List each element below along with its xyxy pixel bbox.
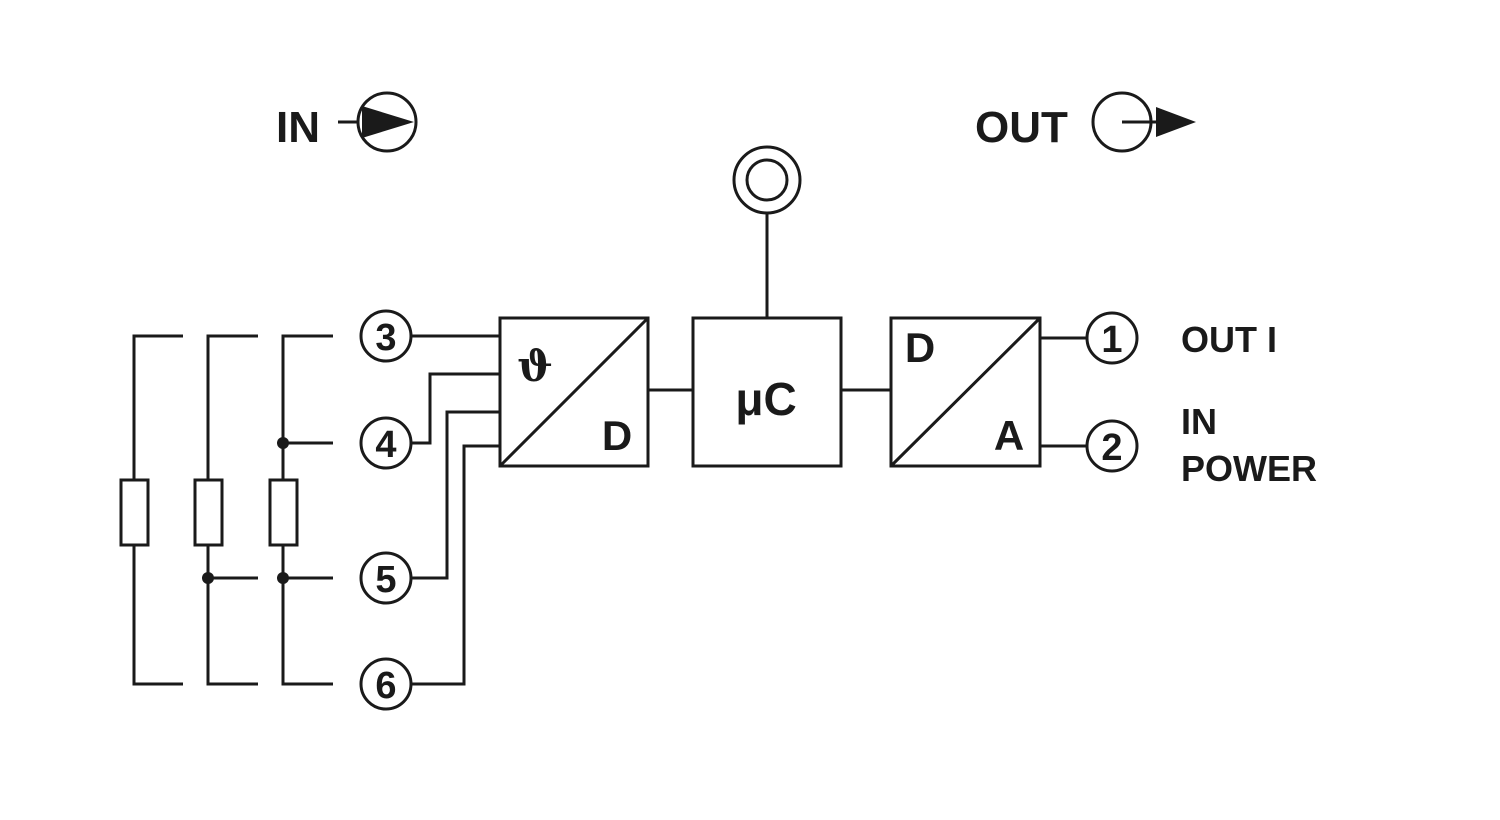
terminal-1: 1: [1085, 311, 1139, 365]
in-power-label-line2: POWER: [1181, 448, 1317, 489]
resistor-icon: [268, 478, 299, 547]
in-label: IN: [276, 103, 320, 152]
terminal-5-label: 5: [375, 559, 396, 601]
in-header: IN: [276, 91, 418, 153]
input-arrow-icon: [338, 91, 418, 153]
terminal-4-label: 4: [375, 424, 396, 466]
out-i-label: OUT I: [1181, 319, 1277, 360]
out-header: OUT: [975, 91, 1196, 153]
output-arrow-icon: [1091, 91, 1196, 153]
terminal-2-label: 2: [1101, 427, 1122, 469]
adc-output-symbol: D: [602, 412, 632, 459]
dac-block: D A: [889, 316, 1042, 468]
terminal-5: 5: [359, 551, 413, 605]
adc-block: ϑ D: [498, 316, 650, 468]
terminal-6-label: 6: [375, 665, 396, 707]
resistor-icon: [119, 478, 150, 547]
led-indicator-icon: [732, 145, 802, 318]
in-power-label-line1: IN: [1181, 401, 1217, 442]
resistor-icon: [193, 478, 224, 547]
terminal-4: 4: [359, 416, 413, 470]
dac-input-symbol: D: [905, 324, 935, 371]
adc-input-symbol: ϑ: [517, 342, 553, 391]
sensor-2wire: [119, 334, 183, 686]
terminal-6: 6: [359, 657, 413, 711]
terminal-3-label: 3: [375, 317, 396, 359]
mcu-label: μC: [735, 373, 796, 425]
terminal-1-label: 1: [1101, 319, 1122, 361]
sensor-4wire: [268, 334, 333, 686]
input-wires: [411, 334, 500, 686]
sensor-wiring: [119, 334, 333, 686]
sensor-3wire: [193, 334, 258, 686]
out-label: OUT: [975, 103, 1068, 152]
terminal-2: 2: [1085, 419, 1139, 473]
terminal-3: 3: [359, 309, 413, 363]
mcu-block: μC: [691, 316, 843, 468]
dac-output-symbol: A: [994, 412, 1024, 459]
